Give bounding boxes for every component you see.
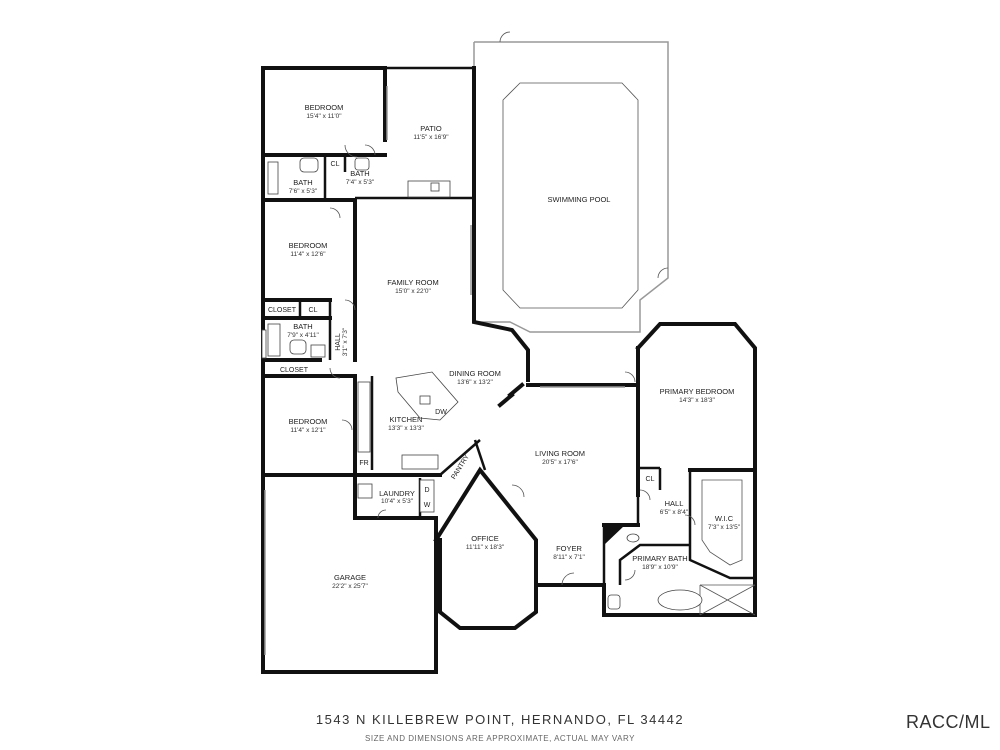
room-name-bath-1: BATH (293, 178, 312, 187)
room-name-closet-1: CLOSET (268, 307, 297, 314)
room-dim-hall-1: 3'1" x 7'3" (342, 327, 349, 356)
room-dim-office: 11'11" x 18'3" (466, 544, 505, 551)
room-dim-primary-bath: 18'9" x 10'9" (642, 564, 678, 571)
room-dim-wic: 7'3" x 13'5" (708, 524, 741, 531)
room-dim-kitchen: 13'3" x 13'3" (388, 425, 424, 432)
label-dryer: D (424, 487, 429, 494)
property-address: 1543 N KILLEBREW POINT, HERNANDO, FL 344… (315, 712, 685, 727)
room-name-hall-1: HALL (335, 333, 342, 351)
room-name-foyer: FOYER (556, 544, 582, 553)
room-dim-bedroom-low: 11'4" x 12'1" (290, 427, 326, 434)
room-name-garage: GARAGE (334, 573, 366, 582)
room-dim-bath-2: 7'4" x 5'3" (346, 179, 375, 186)
room-name-dining-room: DINING ROOM (449, 369, 501, 378)
room-name-living-room: LIVING ROOM (535, 449, 585, 458)
room-name-bedroom-top: BEDROOM (305, 103, 344, 112)
label-dw: DW (435, 409, 447, 416)
room-name-bedroom-low: BEDROOM (289, 417, 328, 426)
room-dim-dining-room: 13'6" x 13'2" (457, 379, 493, 386)
room-dim-primary-bedroom: 14'3" x 18'3" (679, 397, 715, 404)
room-dim-laundry: 10'4" x 5'3" (381, 498, 414, 505)
room-dim-foyer: 8'11" x 7'1" (553, 554, 585, 561)
room-name-closet-2: CLOSET (280, 367, 309, 374)
size-disclaimer: SIZE AND DIMENSIONS ARE APPROXIMATE, ACT… (365, 734, 635, 743)
room-name-cl-2: CL (309, 307, 318, 314)
room-name-hall-2: HALL (665, 499, 684, 508)
room-dim-patio: 11'5" x 16'9" (413, 134, 449, 141)
room-name-cl-3: CL (646, 476, 655, 483)
room-dim-bath-1: 7'6" x 5'3" (289, 188, 318, 195)
room-name-patio: PATIO (420, 124, 442, 133)
room-name-pool: SWIMMING POOL (548, 195, 611, 204)
interior-walls (261, 153, 757, 616)
room-name-primary-bedroom: PRIMARY BEDROOM (660, 387, 735, 396)
room-name-primary-bath: PRIMARY BATH (632, 554, 687, 563)
room-dim-bedroom-top: 15'4" x 11'0" (306, 113, 342, 120)
room-dim-living-room: 20'5" x 17'6" (542, 459, 578, 466)
room-name-kitchen: KITCHEN (390, 415, 423, 424)
fixtures (261, 157, 703, 611)
room-name-bath-3: BATH (293, 322, 312, 331)
swimming-pool-basin (502, 82, 639, 309)
label-fr: FR (359, 460, 368, 467)
room-name-bath-2: BATH (350, 169, 369, 178)
room-dim-hall-2: 6'5" x 8'4" (660, 509, 689, 516)
pool-enclosure (473, 31, 669, 333)
floor-plan: BEDROOM 15'4" x 11'0" PATIO 11'5" x 16'9… (261, 31, 757, 674)
room-name-office: OFFICE (471, 534, 499, 543)
door-swings (329, 144, 696, 586)
label-washer: W (424, 502, 431, 509)
room-name-cl-1: CL (331, 161, 340, 168)
room-name-family-room: FAMILY ROOM (387, 278, 438, 287)
room-name-bedroom-mid: BEDROOM (289, 241, 328, 250)
room-dim-bath-3: 7'9" x 4'11" (287, 332, 319, 339)
room-dim-bedroom-mid: 11'4" x 12'6" (290, 251, 326, 258)
room-dim-garage: 22'2" x 25'7" (332, 583, 368, 590)
room-dim-family-room: 15'0" x 22'0" (395, 288, 431, 295)
brand-watermark: RACC/ML (906, 712, 991, 732)
room-labels: BEDROOM 15'4" x 11'0" PATIO 11'5" x 16'9… (268, 103, 741, 590)
room-name-laundry: LAUNDRY (379, 489, 415, 498)
room-name-wic: W.I.C (715, 514, 734, 523)
